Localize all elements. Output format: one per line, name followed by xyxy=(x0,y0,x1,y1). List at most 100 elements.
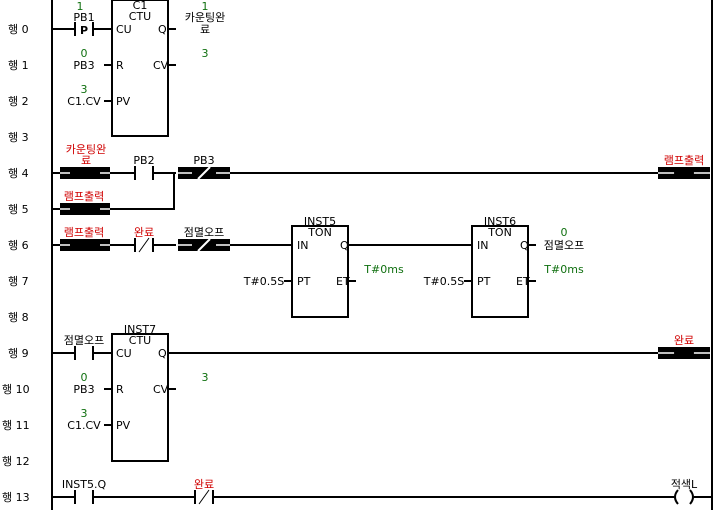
row-label[interactable]: 행 6 xyxy=(8,239,29,252)
rung5-branch-label: 램프출력 xyxy=(64,190,104,203)
inst7-pin-q: Q xyxy=(158,347,167,360)
c1-pv-value: 3 xyxy=(81,83,88,96)
rung13-done-nc-contact[interactable] xyxy=(194,489,214,505)
inst6-name: INST6 xyxy=(484,215,516,228)
row-labels: 행 0 행 1 행 2 행 3 행 4 행 5 행 6 행 7 행 8 행 9 … xyxy=(2,23,30,504)
inst7-ctu-block[interactable] xyxy=(111,333,169,462)
inst6-q-value: 0 xyxy=(561,226,568,239)
lamp-output-coil-active[interactable] xyxy=(658,167,710,179)
row-label[interactable]: 행 13 xyxy=(2,491,30,504)
row-label[interactable]: 행 5 xyxy=(8,203,29,216)
red-lamp-output-coil[interactable] xyxy=(674,489,694,505)
svg-text:P: P xyxy=(80,24,88,37)
c1-pin-q: Q xyxy=(158,23,167,36)
inst6-pin-q: Q xyxy=(520,239,529,252)
done-nc-contact[interactable] xyxy=(134,237,154,253)
inst5-pt-value[interactable]: T#0.5S xyxy=(243,275,284,288)
c1-r-input[interactable]: PB3 xyxy=(73,59,94,72)
inst6-type: TON xyxy=(487,226,512,239)
lamp-coil-label: 램프출력 xyxy=(664,154,704,167)
rung4-contact1-active[interactable] xyxy=(60,167,110,179)
inst7-r-value: 0 xyxy=(81,371,88,384)
inst6-et-value: T#0ms xyxy=(543,263,584,276)
pb3-nc-contact-active[interactable] xyxy=(178,166,230,180)
blink-off-contact-label: 점멸오프 xyxy=(184,226,224,239)
row-label[interactable]: 행 7 xyxy=(8,275,29,288)
rung-6: 램프출력 완료 점멸오프 INST5 TON IN Q PT ET xyxy=(52,215,584,318)
inst5q-contact-label: INST5.Q xyxy=(62,478,107,491)
inst6-q-output[interactable]: 점멸오프 xyxy=(544,239,584,252)
inst6-pin-et: ET xyxy=(516,275,530,288)
c1-pin-pv: PV xyxy=(116,95,131,108)
rung-4: 카운팅완 료 PB2 PB3 램프출력 램 xyxy=(52,143,710,215)
row-label[interactable]: 행 9 xyxy=(8,347,29,360)
row-label[interactable]: 행 3 xyxy=(8,131,29,144)
inst7-pv-input[interactable]: C1.CV xyxy=(67,419,101,432)
rung4-contact1-label: 카운팅완 xyxy=(66,143,106,156)
row-label[interactable]: 행 4 xyxy=(8,167,29,180)
c1-r-value: 0 xyxy=(81,47,88,60)
inst7-r-input[interactable]: PB3 xyxy=(73,383,94,396)
pb1-positive-contact[interactable]: P xyxy=(74,22,94,37)
inst5-pin-q: Q xyxy=(340,239,349,252)
rung-13: INST5.Q 완료 적색L xyxy=(52,478,712,505)
c1-q-value: 1 xyxy=(202,0,209,13)
inst5-name: INST5 xyxy=(304,215,336,228)
inst5-et-value: T#0ms xyxy=(363,263,404,276)
row-label[interactable]: 행 11 xyxy=(2,419,30,432)
blink-off-nc-contact-active[interactable] xyxy=(178,238,230,252)
inst7-pin-cu: CU xyxy=(116,347,132,360)
c1-q-output-2: 료 xyxy=(200,23,210,36)
c1-pv-input[interactable]: C1.CV xyxy=(67,95,101,108)
rung9-contact-label: 점멸오프 xyxy=(64,334,104,347)
inst7-pin-r: R xyxy=(116,383,124,396)
inst5q-contact[interactable] xyxy=(74,490,94,504)
inst6-pin-in: IN xyxy=(477,239,488,252)
pb3-label: PB3 xyxy=(193,154,214,167)
inst7-cv-value: 3 xyxy=(202,371,209,384)
rung-0: 1 PB1 P C1 CTU CU Q R CV PV 1 카운팅완 료 3 0… xyxy=(52,0,225,137)
pb2-contact[interactable] xyxy=(134,166,154,180)
c1-cv-value: 3 xyxy=(202,47,209,60)
row-label[interactable]: 행 1 xyxy=(8,59,29,72)
inst5-ton-block[interactable] xyxy=(291,225,349,318)
inst5-pin-in: IN xyxy=(297,239,308,252)
rung5-branch-contact-active[interactable] xyxy=(60,203,110,215)
pb1-label: PB1 xyxy=(73,11,94,24)
row-label[interactable]: 행 0 xyxy=(8,23,29,36)
rung13-done-label: 완료 xyxy=(194,478,214,491)
pb2-label: PB2 xyxy=(133,154,154,167)
rung-9: 점멸오프 INST7 CTU CU Q R CV PV 3 0 PB3 3 C1… xyxy=(52,323,710,462)
done-coil-label: 완료 xyxy=(674,334,694,347)
c1-name: C1 xyxy=(133,0,148,12)
row-label[interactable]: 행 2 xyxy=(8,95,29,108)
inst6-pin-pt: PT xyxy=(477,275,491,288)
c1-pin-r: R xyxy=(116,59,124,72)
c1-ctu-block[interactable] xyxy=(111,0,169,137)
row-label[interactable]: 행 12 xyxy=(2,455,30,468)
rung6-contact1-active[interactable] xyxy=(60,239,110,251)
row-label[interactable]: 행 8 xyxy=(8,311,29,324)
inst6-pt-value[interactable]: T#0.5S xyxy=(423,275,464,288)
inst7-pin-cv: CV xyxy=(153,383,169,396)
red-lamp-coil-label: 적색L xyxy=(671,478,698,491)
pb1-state: 1 xyxy=(77,0,84,13)
rung4-contact1-label-2: 료 xyxy=(81,154,91,167)
done-output-coil-active[interactable] xyxy=(658,347,710,359)
inst5-pin-pt: PT xyxy=(297,275,311,288)
rung9-contact[interactable] xyxy=(74,346,94,360)
inst7-pv-value: 3 xyxy=(81,407,88,420)
inst5-type: TON xyxy=(307,226,332,239)
done-contact-label: 완료 xyxy=(134,226,154,239)
c1-q-output[interactable]: 카운팅완 xyxy=(185,11,225,24)
rung6-contact1-label: 램프출력 xyxy=(64,226,104,239)
inst6-ton-block[interactable] xyxy=(471,225,529,318)
row-label[interactable]: 행 10 xyxy=(2,383,30,396)
c1-pin-cu: CU xyxy=(116,23,132,36)
inst7-pin-pv: PV xyxy=(116,419,131,432)
inst7-name: INST7 xyxy=(124,323,156,336)
inst5-pin-et: ET xyxy=(336,275,350,288)
c1-type: CTU xyxy=(129,10,151,23)
inst7-type: CTU xyxy=(129,334,151,347)
